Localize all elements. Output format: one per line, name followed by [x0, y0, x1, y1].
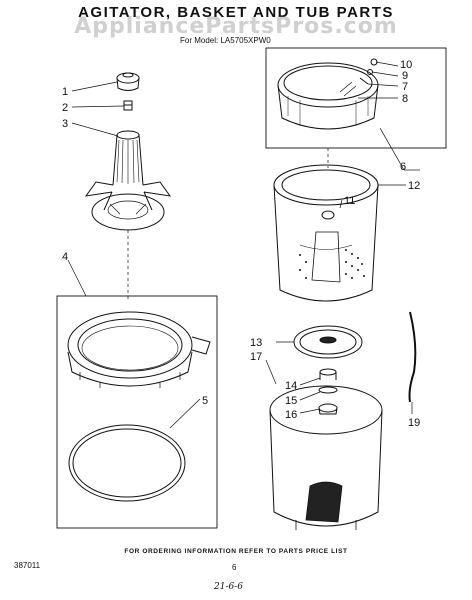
washer-basket — [273, 164, 379, 302]
document-number: 387011 — [14, 561, 41, 570]
basket-perforations — [299, 249, 365, 279]
callout-4: 4 — [62, 251, 68, 263]
balance-ring — [277, 62, 379, 130]
callout-2: 2 — [62, 102, 68, 114]
tub-ring — [67, 311, 211, 388]
callout-9: 9 — [402, 70, 408, 82]
outer-tub — [269, 385, 383, 530]
callout-14: 14 — [285, 380, 297, 392]
basket-top-box — [265, 47, 447, 149]
tub-hub-parts — [318, 368, 338, 415]
agitator — [84, 130, 172, 231]
callout-8: 8 — [402, 93, 408, 105]
watermark: AppliancePartsPros.com — [74, 14, 398, 39]
diagram-title: AGITATOR, BASKET AND TUB PARTS — [78, 4, 394, 21]
callout-12: 12 — [408, 180, 420, 192]
handwritten-note: 21-6-6 — [214, 582, 243, 592]
callout-19: 19 — [408, 417, 420, 429]
callout-3: 3 — [62, 118, 68, 130]
hub-seal-ring — [293, 325, 363, 359]
callout-1: 1 — [62, 86, 68, 98]
agitator-cam-nut — [123, 100, 133, 111]
tub-ring-box — [56, 295, 218, 529]
callout-11: 11 — [344, 195, 355, 207]
drain-hose — [408, 311, 417, 403]
agitator-cap — [116, 72, 140, 91]
callout-17: 17 — [250, 351, 262, 363]
model-subtitle: For Model: LA5705XPW0 — [180, 36, 271, 45]
callout-5: 5 — [202, 395, 208, 407]
callout-13: 13 — [250, 337, 262, 349]
leader-lines — [67, 61, 420, 429]
ordering-note: FOR ORDERING INFORMATION REFER TO PARTS … — [124, 548, 348, 555]
callout-10: 10 — [400, 59, 412, 71]
page-number: 6 — [232, 563, 237, 572]
callout-7: 7 — [402, 81, 408, 93]
tub-ring-gasket — [68, 424, 186, 502]
callout-15: 15 — [285, 395, 297, 407]
callout-6: 6 — [400, 161, 406, 173]
callout-labels: 1 2 3 4 5 6 7 8 9 10 11 12 13 17 14 15 1… — [62, 59, 420, 429]
callout-16: 16 — [285, 409, 297, 421]
